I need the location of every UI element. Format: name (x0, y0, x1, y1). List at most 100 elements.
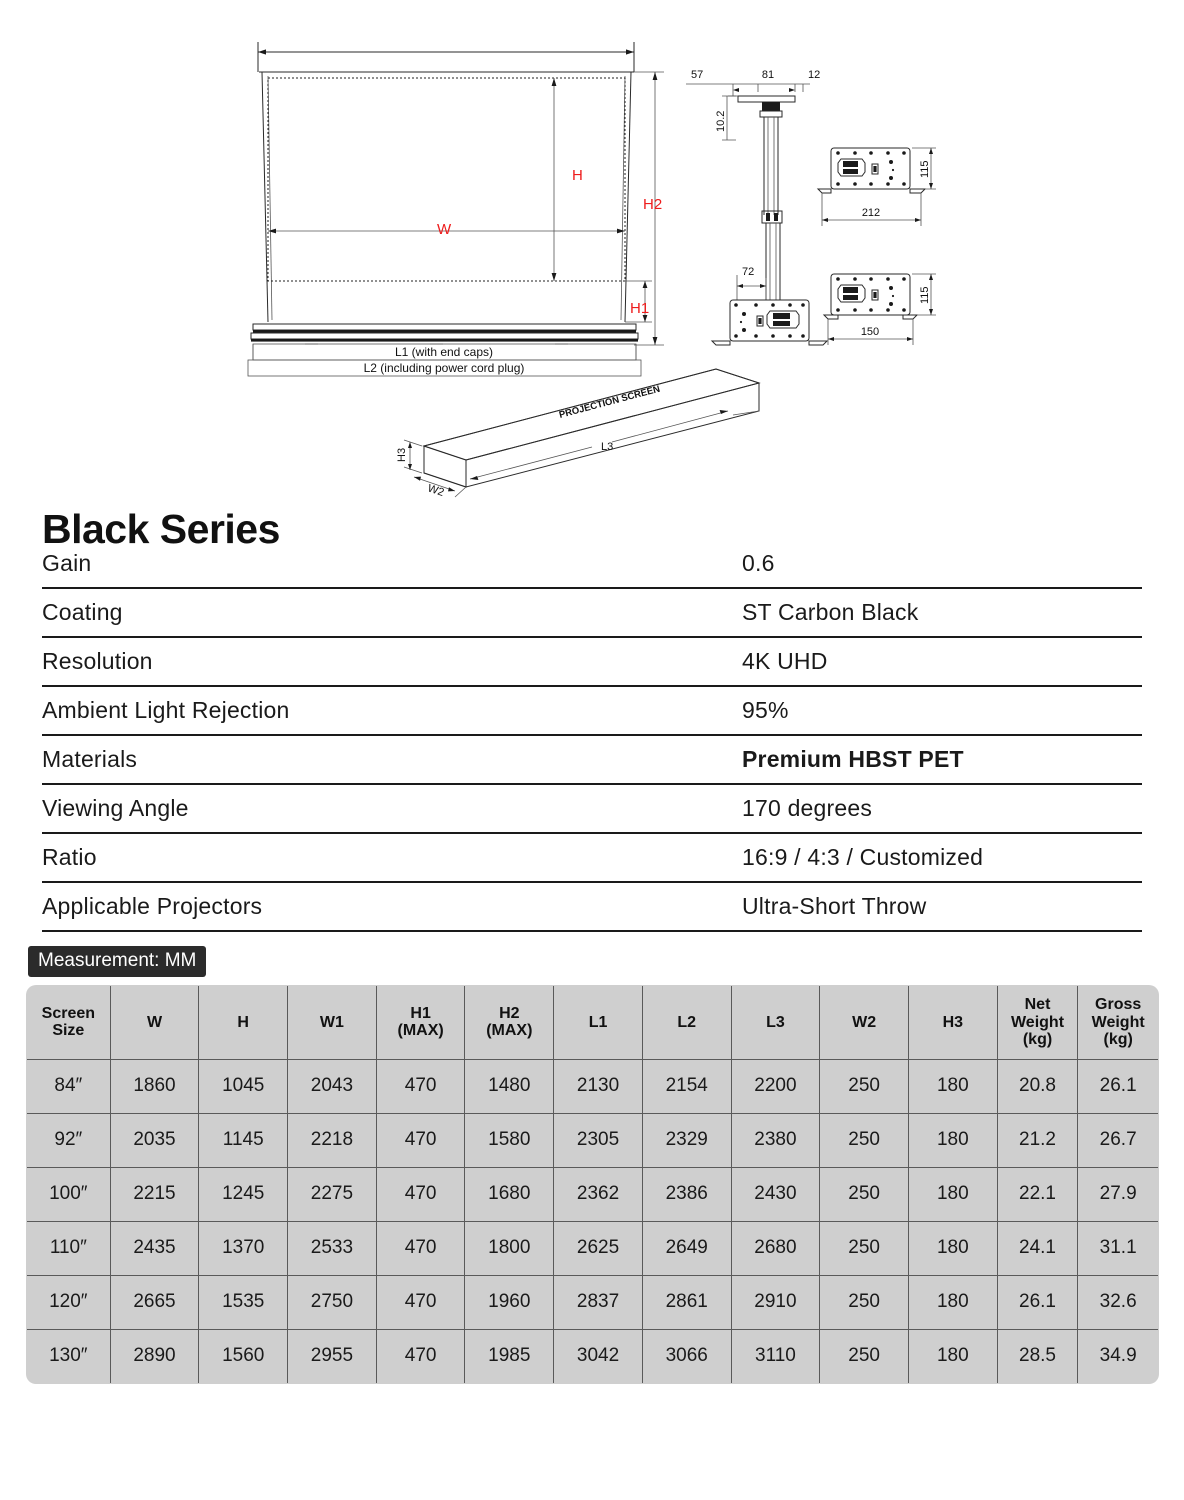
table-cell: 2890 (109, 1328, 200, 1383)
table-cell: 26.1 (1077, 1058, 1158, 1114)
table-cell: 2649 (641, 1220, 732, 1276)
table-cell: 2386 (641, 1166, 732, 1222)
spec-row: Ambient Light Rejection 95% (42, 687, 1142, 736)
table-column-header: W2 (819, 985, 909, 1060)
spec-label: Applicable Projectors (42, 893, 263, 919)
table-cell: 2955 (287, 1328, 377, 1383)
table-cell: 250 (819, 1220, 909, 1276)
table-cell: 250 (819, 1166, 909, 1222)
case-isometric-group: PROJECTION SCREEN H3 W2 L3 (396, 368, 761, 499)
spec-label: Gain (42, 550, 92, 576)
spec-value: 95% (742, 697, 789, 723)
label-h1: H1 (630, 300, 649, 317)
table-cell: 180 (907, 1328, 998, 1383)
table-cell: 20.8 (996, 1058, 1079, 1114)
table-cell: 470 (375, 1220, 466, 1276)
label-w: W (437, 221, 452, 238)
spec-value: Premium HBST PET (742, 746, 964, 772)
table-cell: 27.9 (1077, 1166, 1158, 1222)
spec-label: Resolution (42, 648, 153, 674)
spec-label: Materials (42, 746, 138, 772)
bracket-view-212: 115 212 (816, 147, 936, 226)
spec-label: Ambient Light Rejection (42, 697, 290, 723)
table-cell: 470 (375, 1058, 466, 1114)
table-cell: 1145 (198, 1112, 289, 1168)
table-cell: 2200 (730, 1058, 821, 1114)
table-cell: 2275 (287, 1166, 377, 1222)
dim-81: 81 (762, 69, 774, 81)
label-l1: L1 (with end caps) (395, 345, 493, 359)
table-column-header: H3 (907, 985, 998, 1060)
table-cell: 250 (819, 1328, 909, 1383)
dim-12: 12 (808, 69, 820, 81)
label-h2: H2 (643, 196, 662, 213)
spec-value: Ultra-Short Throw (742, 893, 927, 919)
table-cell: 3110 (730, 1328, 821, 1383)
spec-label: Ratio (42, 844, 97, 870)
spec-row: Applicable Projectors Ultra-Short Throw (42, 883, 1142, 932)
label-w2: W2 (426, 482, 445, 499)
table-cell: 21.2 (996, 1112, 1079, 1168)
table-cell: 2218 (287, 1112, 377, 1168)
table-cell: 180 (907, 1058, 998, 1114)
dim-150: 150 (861, 326, 879, 338)
table-cell: 470 (375, 1274, 466, 1330)
table-cell: 470 (375, 1166, 466, 1222)
table-column-header: H1(MAX) (375, 985, 466, 1060)
table-cell: 470 (375, 1328, 466, 1383)
table-cell: 2861 (641, 1274, 732, 1330)
table-cell: 2380 (730, 1112, 821, 1168)
table-cell: 1680 (464, 1166, 555, 1222)
table-cell: 28.5 (996, 1328, 1079, 1383)
table-cell: 1045 (198, 1058, 289, 1114)
spec-row: Resolution 4K UHD (42, 638, 1142, 687)
table-cell: 1480 (464, 1058, 555, 1114)
table-cell: 3066 (641, 1328, 732, 1383)
label-h3: H3 (396, 448, 408, 462)
spec-label: Viewing Angle (42, 795, 189, 821)
table-column-header: W (109, 985, 200, 1060)
label-l2: L2 (including power cord plug) (364, 361, 525, 375)
table-cell: 1560 (198, 1328, 289, 1383)
dim-115-bottom: 115 (919, 286, 931, 304)
table-cell: 2130 (553, 1058, 643, 1114)
table-column-header: H (198, 985, 289, 1060)
table-cell-screen-size: 92″ (27, 1112, 111, 1168)
table-cell-screen-size: 110″ (27, 1220, 111, 1276)
measurement-unit-badge: Measurement: MM (28, 946, 207, 977)
table-cell: 1800 (464, 1220, 555, 1276)
table-cell: 1960 (464, 1274, 555, 1330)
table-cell: 24.1 (996, 1220, 1079, 1276)
table-cell: 34.9 (1077, 1328, 1158, 1383)
table-cell: 2837 (553, 1274, 643, 1330)
dim-72: 72 (742, 266, 754, 278)
spec-value: 4K UHD (742, 648, 828, 674)
spec-row: Gain 0.6 (42, 540, 1142, 589)
table-column-header: L1 (553, 985, 643, 1060)
side-view-group: 57 81 12 10.2 (686, 69, 829, 346)
table-cell: 22.1 (996, 1166, 1079, 1222)
table-cell: 2430 (730, 1166, 821, 1222)
table-column-header: W1 (287, 985, 377, 1060)
bracket-view-150: 115 150 (822, 273, 936, 345)
table-cell: 1860 (109, 1058, 200, 1114)
spec-row: Materials Premium HBST PET (42, 736, 1142, 785)
table-cell: 26.1 (996, 1274, 1079, 1330)
table-cell: 1370 (198, 1220, 289, 1276)
table-cell: 2329 (641, 1112, 732, 1168)
spec-value: 0.6 (742, 550, 775, 576)
table-column-header: L3 (730, 985, 821, 1060)
table-cell: 470 (375, 1112, 466, 1168)
table-cell: 32.6 (1077, 1274, 1158, 1330)
dim-10-2: 10.2 (715, 111, 727, 132)
